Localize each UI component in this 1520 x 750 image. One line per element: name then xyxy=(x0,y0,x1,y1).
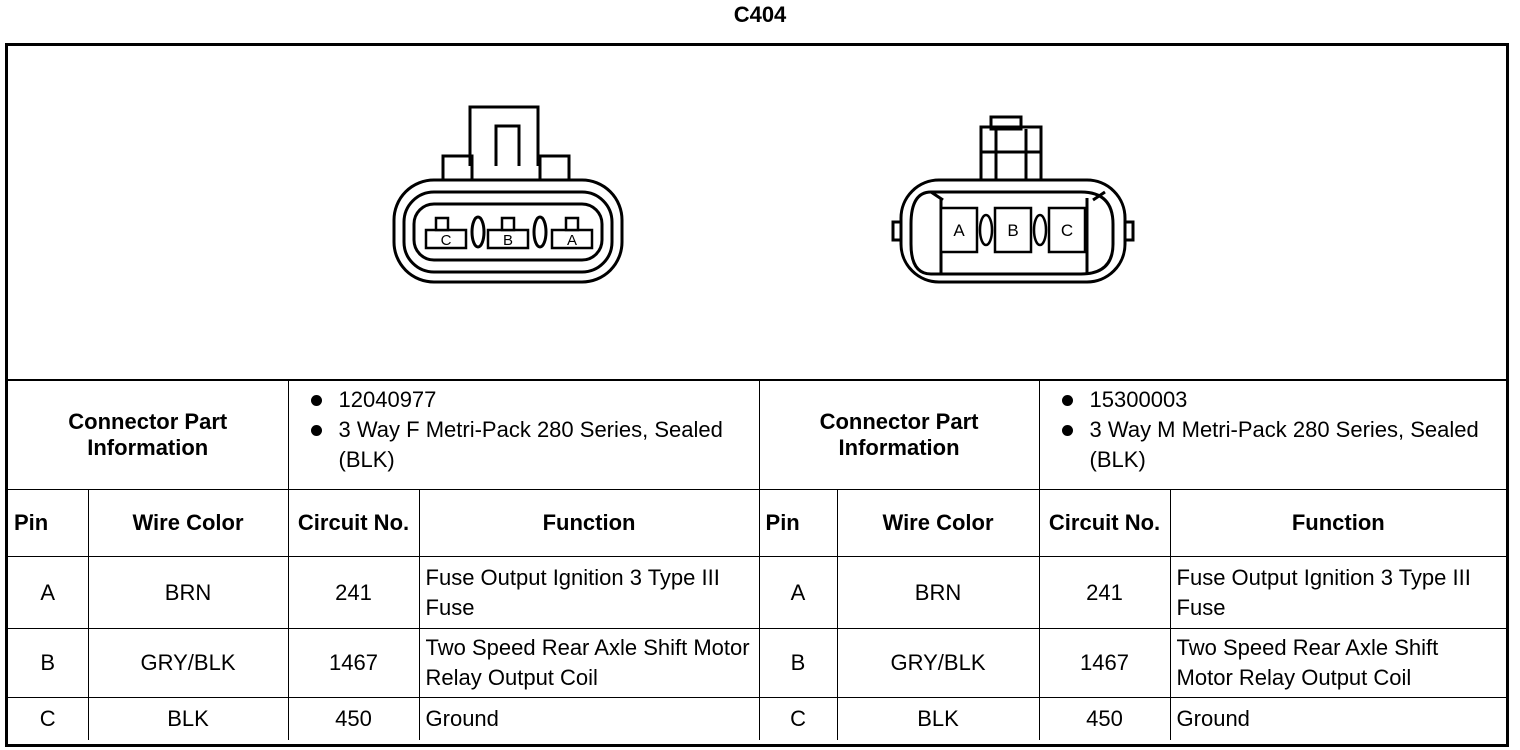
function-cell: Fuse Output Ignition 3 Type III Fuse xyxy=(1169,556,1506,629)
part-number: 12040977 xyxy=(307,385,753,415)
header-pin: Pin xyxy=(758,489,838,557)
connector-info-label: Connector Part Information xyxy=(758,379,1040,490)
wire-color-cell: BLK xyxy=(836,697,1040,740)
diagram-title: C404 xyxy=(733,2,787,27)
wire-color-cell: BRN xyxy=(87,556,289,629)
header-circuit: Circuit No. xyxy=(1038,489,1171,557)
female-cavity-label: B xyxy=(503,232,513,249)
pinout-table: Connector Part Information 12040977 3 Wa… xyxy=(8,379,1506,740)
male-cavity-label: A xyxy=(953,221,965,240)
header-wire-color: Wire Color xyxy=(87,489,289,557)
connector-info-details: 15300003 3 Way M Metri-Pack 280 Series, … xyxy=(1038,379,1506,490)
female-cavity-label: C xyxy=(441,232,452,249)
header-pin: Pin xyxy=(8,489,89,557)
function-cell: Two Speed Rear Axle Shift Motor Relay Ou… xyxy=(1169,628,1506,698)
function-cell: Ground xyxy=(418,697,760,740)
circuit-cell: 1467 xyxy=(1038,628,1171,698)
table-row: A BRN 241 Fuse Output Ignition 3 Type II… xyxy=(8,556,1506,629)
wire-color-cell: BRN xyxy=(836,556,1040,629)
pin-cell: A xyxy=(758,556,838,629)
pin-cell: C xyxy=(8,697,89,740)
wire-color-cell: GRY/BLK xyxy=(836,628,1040,698)
connector-frame: C B A A B C xyxy=(5,43,1509,747)
part-description: 3 Way F Metri-Pack 280 Series, Sealed (B… xyxy=(307,415,753,475)
function-cell: Two Speed Rear Axle Shift Motor Relay Ou… xyxy=(418,628,760,698)
table-header-row: Pin Wire Color Circuit No. Function Pin … xyxy=(8,489,1506,557)
male-cavity-label: B xyxy=(1007,221,1018,240)
connector-info-details: 12040977 3 Way F Metri-Pack 280 Series, … xyxy=(287,379,760,490)
pin-cell: B xyxy=(758,628,838,698)
circuit-cell: 450 xyxy=(287,697,420,740)
circuit-cell: 450 xyxy=(1038,697,1171,740)
male-connector-drawing: A B C xyxy=(891,115,1135,284)
function-cell: Fuse Output Ignition 3 Type III Fuse xyxy=(418,556,760,629)
pin-cell: B xyxy=(8,628,89,698)
wire-color-cell: BLK xyxy=(87,697,289,740)
header-function: Function xyxy=(418,489,760,557)
header-circuit: Circuit No. xyxy=(287,489,420,557)
function-cell: Ground xyxy=(1169,697,1506,740)
pin-cell: A xyxy=(8,556,89,629)
connector-info-label: Connector Part Information xyxy=(8,379,289,490)
connector-info-row: Connector Part Information 12040977 3 Wa… xyxy=(8,379,1506,490)
header-function: Function xyxy=(1169,489,1506,557)
header-wire-color: Wire Color xyxy=(836,489,1040,557)
wire-color-cell: GRY/BLK xyxy=(87,628,289,698)
female-connector-drawing: C B A xyxy=(392,105,624,284)
female-cavity-label: A xyxy=(567,232,577,249)
male-cavity-label: C xyxy=(1061,221,1073,240)
part-number: 15300003 xyxy=(1058,385,1501,415)
pin-cell: C xyxy=(758,697,838,740)
circuit-cell: 241 xyxy=(1038,556,1171,629)
circuit-cell: 1467 xyxy=(287,628,420,698)
table-row: C BLK 450 Ground C BLK 450 Ground xyxy=(8,697,1506,740)
part-description: 3 Way M Metri-Pack 280 Series, Sealed (B… xyxy=(1058,415,1501,475)
circuit-cell: 241 xyxy=(287,556,420,629)
table-row: B GRY/BLK 1467 Two Speed Rear Axle Shift… xyxy=(8,628,1506,698)
